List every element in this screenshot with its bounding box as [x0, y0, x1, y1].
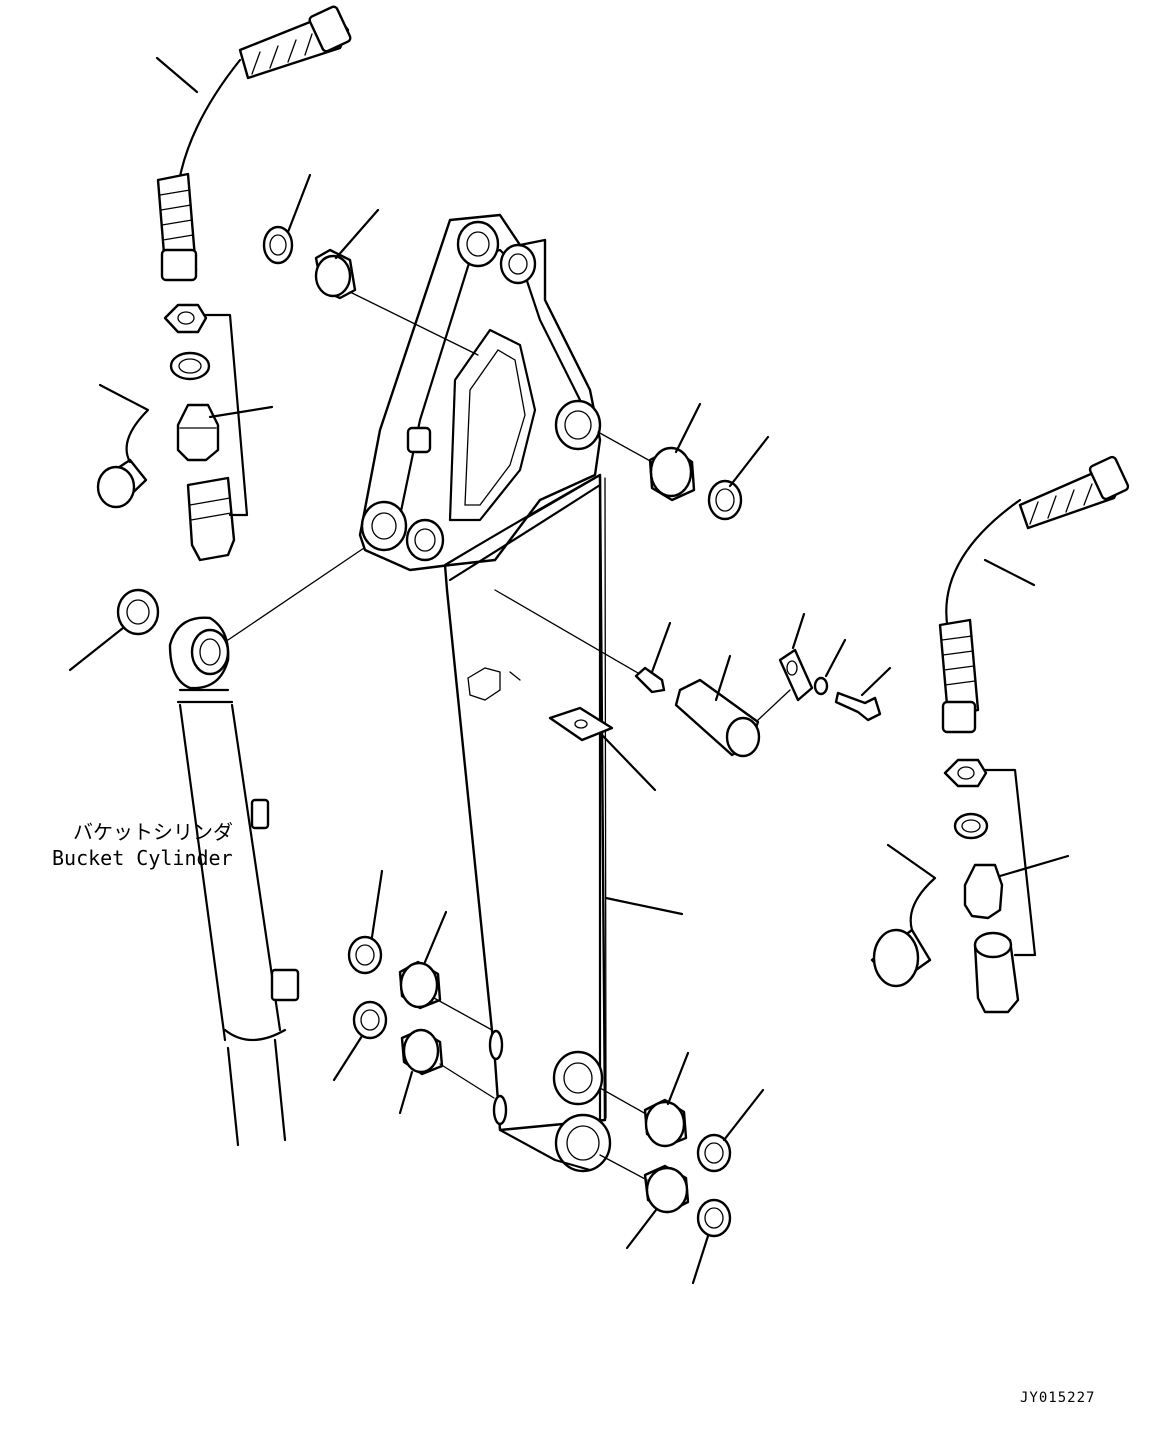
bolt	[834, 691, 882, 722]
o-ring-right	[953, 812, 989, 840]
boss-bottom-mid	[405, 518, 445, 562]
shim-bottom-left-upper	[347, 935, 383, 975]
bottom-left-bushings	[347, 935, 444, 1076]
drawing-code: JY015227	[1020, 1390, 1095, 1406]
top-bushing-shim	[262, 225, 357, 300]
washer-small	[813, 676, 829, 696]
bucket-cylinder	[168, 616, 300, 1147]
hose-right	[938, 455, 1130, 734]
shim-bottom-left-lower	[352, 1000, 388, 1040]
right-mid-bushing-shim	[648, 446, 743, 521]
shim-right-mid	[707, 479, 743, 521]
grease-fitting	[634, 666, 666, 694]
boss-top-left	[456, 220, 500, 268]
adapter-right	[963, 863, 1004, 920]
assembly-lines	[227, 291, 791, 1181]
boss-top-right	[499, 243, 537, 285]
boss-mid-right	[554, 399, 602, 451]
arm-body	[443, 473, 607, 1132]
boss-arm-bottom-upper	[552, 1050, 604, 1106]
adapter-left	[176, 403, 220, 462]
shim-bottom-right-upper	[696, 1133, 732, 1173]
shim-top-left	[262, 225, 294, 265]
boss-arm-bottom-lower	[554, 1113, 612, 1173]
boss-bottom-left	[360, 500, 408, 552]
fittings-right	[870, 758, 1070, 1014]
hose-left-top	[156, 5, 352, 282]
washer-left	[116, 588, 160, 636]
leader-lines	[68, 56, 1036, 1285]
shim-bottom-right-lower	[696, 1198, 732, 1238]
arm-bracket-plate	[548, 706, 614, 742]
pin-group	[634, 648, 882, 758]
bucket-cylinder-label-en: Bucket Cylinder	[52, 846, 233, 870]
nut-right	[943, 758, 988, 788]
lock-plate	[778, 648, 814, 702]
arm-assembly	[358, 213, 614, 1173]
fittings-left	[96, 303, 274, 562]
nut-left	[163, 303, 208, 334]
bucket-cylinder-label-jp: バケットシリンダ	[73, 820, 233, 844]
connector-left	[186, 476, 236, 562]
o-ring-left	[169, 351, 211, 381]
bottom-right-bushings	[643, 1098, 732, 1238]
